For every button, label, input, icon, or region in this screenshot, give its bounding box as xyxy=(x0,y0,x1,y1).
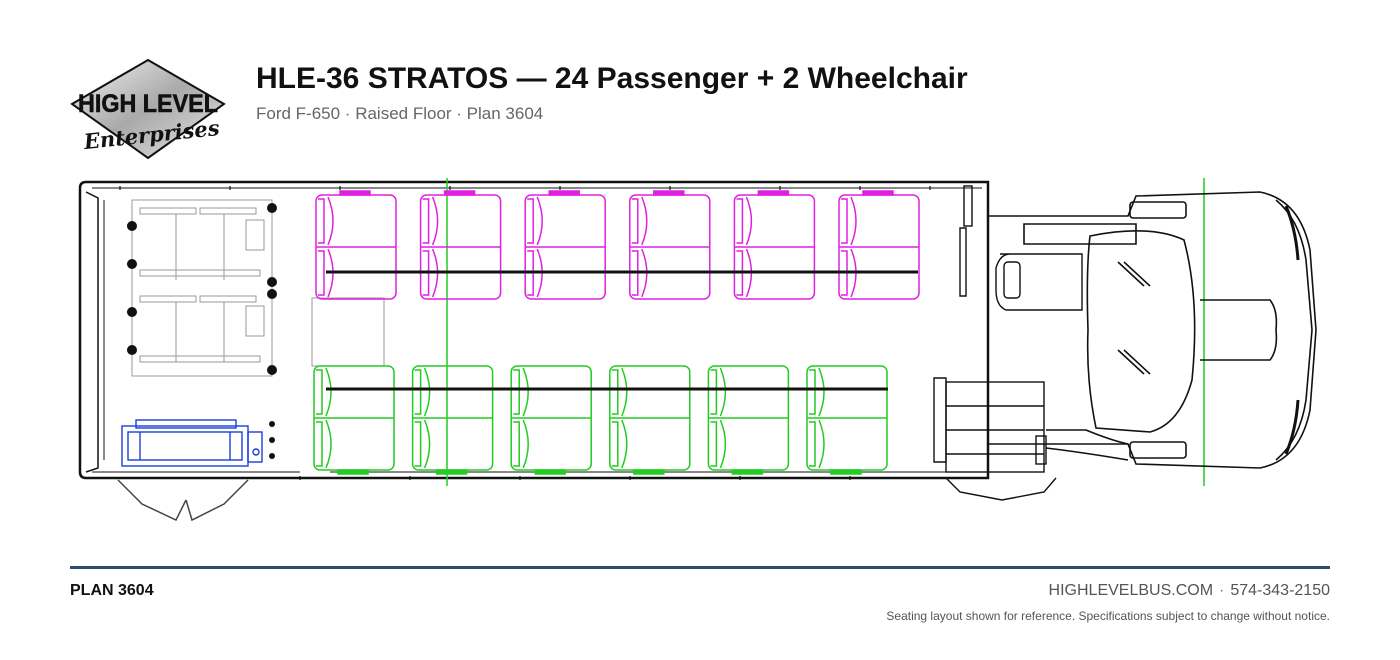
driver-area xyxy=(933,185,1083,501)
top-row-seats xyxy=(315,190,920,300)
rear-door xyxy=(117,479,249,522)
bus-floor-plan xyxy=(78,178,1317,522)
double-seat xyxy=(510,365,592,475)
double-seat xyxy=(411,365,494,475)
double-seat xyxy=(806,365,888,475)
wheelchair-positions xyxy=(131,199,385,377)
logo-text-top: HIGH LEVEL xyxy=(78,90,218,118)
disclaimer: Seating layout shown for reference. Spec… xyxy=(886,609,1330,623)
phone-number[interactable]: 574-343-2150 xyxy=(1230,582,1330,599)
seat-rails xyxy=(326,270,918,391)
page-title: HLE-36 STRATOS — 24 Passenger + 2 Wheelc… xyxy=(256,62,968,95)
plan-label: PLAN 3604 xyxy=(70,582,154,599)
double-seat xyxy=(629,190,711,300)
high-level-logo: HIGH LEVEL Enterprises xyxy=(70,58,226,160)
double-seat xyxy=(838,190,920,300)
bus-body-outline xyxy=(78,180,990,480)
contact-info: HIGHLEVELBUS.COM · 574-343-2150 xyxy=(1049,582,1330,600)
contact-separator: · xyxy=(1219,582,1225,599)
footer-divider xyxy=(70,566,1330,569)
page-subtitle: Ford F-650 · Raised Floor · Plan 3604 xyxy=(256,104,544,123)
double-seat xyxy=(733,190,816,300)
double-seat xyxy=(707,365,790,475)
double-seat xyxy=(419,190,502,300)
double-seat xyxy=(524,190,606,300)
double-seat xyxy=(313,365,395,475)
website-link[interactable]: HIGHLEVELBUS.COM xyxy=(1048,582,1214,599)
tie-down-points xyxy=(127,203,277,375)
bottom-row-seats xyxy=(313,365,888,475)
cab-and-hood xyxy=(988,191,1317,469)
double-seat xyxy=(315,190,397,300)
guide-lines xyxy=(446,178,1205,486)
lift-bolts xyxy=(269,421,275,459)
wheelchair-lift xyxy=(121,419,263,467)
double-seat xyxy=(609,365,691,475)
